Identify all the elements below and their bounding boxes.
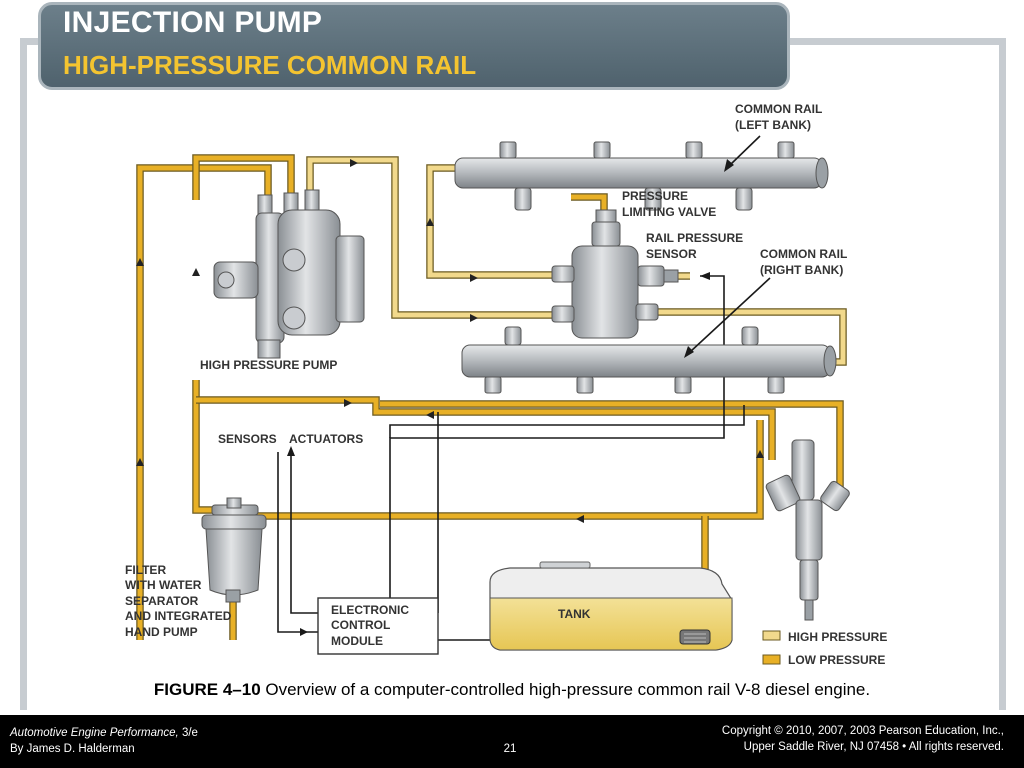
label-pressure-limiting-1: PRESSURE	[622, 189, 688, 203]
label-sensors: SENSORS	[218, 432, 277, 446]
frame-left-bar	[20, 38, 27, 710]
figure-caption: FIGURE 4–10 Overview of a computer-contr…	[0, 680, 1024, 700]
label-filter-3: SEPARATOR	[125, 594, 199, 608]
leader-lines	[684, 135, 771, 358]
frame-right-bar	[999, 38, 1006, 710]
label-rail-pressure-1: RAIL PRESSURE	[646, 231, 743, 245]
label-ecm-1: ELECTRONIC	[331, 603, 409, 617]
legend-swatch-high	[762, 630, 781, 641]
label-rail-pressure-2: SENSOR	[646, 247, 697, 261]
legend-swatch-low	[762, 654, 781, 665]
label-pressure-limiting-2: LIMITING VALVE	[622, 205, 716, 219]
rail-pressure-sensor	[637, 265, 679, 287]
label-filter-1: FILTER	[125, 563, 166, 577]
footer-edition: 3/e	[178, 727, 198, 739]
label-common-rail-right-2: (RIGHT BANK)	[760, 263, 843, 277]
footer: Automotive Engine Performance, 3/e By Ja…	[0, 715, 1024, 768]
pressure-limiting-valve	[551, 209, 659, 339]
label-ecm-2: CONTROL	[331, 618, 390, 632]
flow-arrows	[136, 159, 764, 590]
legend-high-pressure: HIGH PRESSURE	[788, 630, 887, 644]
label-common-rail-right-1: COMMON RAIL	[760, 247, 847, 261]
slide-subtitle: HIGH-PRESSURE COMMON RAIL	[63, 50, 477, 80]
slide-title: INJECTION PUMP	[63, 6, 323, 39]
footer-copyright-1: Copyright © 2010, 2007, 2003 Pearson Edu…	[721, 725, 1004, 737]
footer-book: Automotive Engine Performance, 3/e	[10, 727, 198, 739]
label-tank: TANK	[558, 607, 591, 621]
label-ecm-3: MODULE	[331, 634, 383, 648]
label-common-rail-left-1: COMMON RAIL	[735, 102, 822, 116]
ecm-box	[317, 597, 439, 655]
figure-number: FIGURE 4–10	[153, 680, 261, 699]
fuel-tank	[489, 561, 733, 651]
label-filter-5: HAND PUMP	[125, 625, 198, 639]
fuel-filter	[201, 497, 267, 603]
legend-low-pressure: LOW PRESSURE	[788, 653, 885, 667]
high-pressure-lines	[306, 156, 847, 366]
label-high-pressure-pump: HIGH PRESSURE PUMP	[200, 358, 337, 372]
label-filter-2: WITH WATER	[125, 578, 202, 592]
footer-author: By James D. Halderman	[10, 743, 135, 755]
label-common-rail-left-2: (LEFT BANK)	[735, 118, 811, 132]
common-rail-right-bank	[461, 326, 837, 394]
common-rail-diagram: COMMON RAIL (LEFT BANK) PRESSURE LIMITIN…	[125, 102, 887, 667]
fuel-injector	[765, 439, 850, 621]
label-filter-4: AND INTEGRATED	[125, 609, 232, 623]
title-box	[38, 2, 790, 90]
footer-book-title: Automotive Engine Performance,	[10, 727, 179, 739]
footer-copyright-2: Upper Saddle River, NJ 07458 • All right…	[743, 741, 1004, 753]
label-actuators: ACTUATORS	[289, 432, 363, 446]
high-pressure-pump	[213, 189, 365, 359]
page-number: 21	[503, 743, 517, 755]
figure-caption-text: Overview of a computer-controlled high-p…	[260, 680, 871, 699]
legend: HIGH PRESSURE LOW PRESSURE	[762, 630, 887, 667]
electrical-wires	[277, 275, 745, 641]
